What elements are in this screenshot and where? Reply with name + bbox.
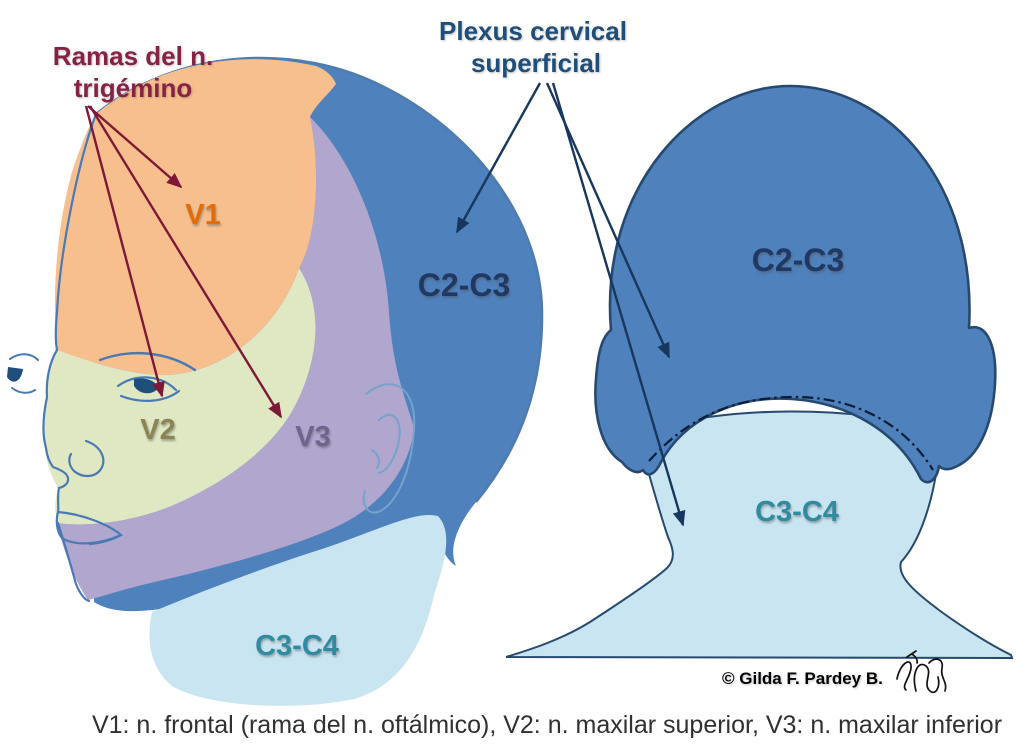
eye-iris-detail [134, 378, 158, 394]
title-trigeminal-line2: trigémino [74, 73, 192, 103]
arrow-to-v3 [88, 105, 283, 419]
lips-detail [55, 510, 124, 546]
arrow-to-v2 [84, 105, 165, 398]
region-c3c4-lateral [149, 514, 447, 706]
face-profile-line [42, 112, 98, 603]
title-trigeminal-line1: Ramas del n. [53, 41, 213, 71]
label-v2: V2 [140, 414, 175, 446]
plexus-arrows [455, 82, 686, 527]
eyebrow-detail [98, 351, 197, 372]
title-trigeminal-branches: Ramas del n. trigémino [53, 41, 213, 103]
arrow-to-c2c3-lateral [455, 82, 542, 234]
caption: V1: n. frontal (rama del n. oftálmico), … [92, 711, 1002, 739]
region-v2-lateral [44, 268, 316, 525]
eye-outline-detail [116, 376, 181, 402]
region-c2c3-posterior [594, 84, 997, 484]
arrow-to-v1 [87, 105, 183, 189]
label-v1: V1 [185, 199, 220, 231]
label-v3: V3 [295, 421, 330, 453]
scalp-contour-line [95, 56, 544, 503]
ear-detail [362, 383, 416, 514]
label-c2c3-posterior: C2-C3 [752, 242, 844, 278]
arrow-to-c3c4-posterior [551, 82, 686, 527]
label-c3c4-lateral: C3-C4 [255, 630, 339, 662]
label-c2c3-lateral: C2-C3 [418, 267, 510, 303]
nose-detail [68, 439, 105, 478]
title-plexus-line1: Plexus cervical [439, 16, 627, 46]
signature-squiggle [896, 650, 947, 694]
title-plexus-line2: superficial [471, 48, 601, 78]
posterior-head-figure [505, 84, 1014, 660]
lateral-head-figure [7, 56, 544, 706]
copyright: © Gilda F. Pardey B. [722, 669, 883, 688]
trigeminal-arrows [84, 105, 283, 419]
far-eye-detail [9, 353, 39, 394]
far-eye-iris-detail [7, 367, 23, 382]
region-v3-lateral [58, 117, 414, 600]
label-c3c4-posterior: C3-C4 [755, 496, 839, 528]
title-cervical-plexus: Plexus cervical superficial [439, 16, 627, 78]
